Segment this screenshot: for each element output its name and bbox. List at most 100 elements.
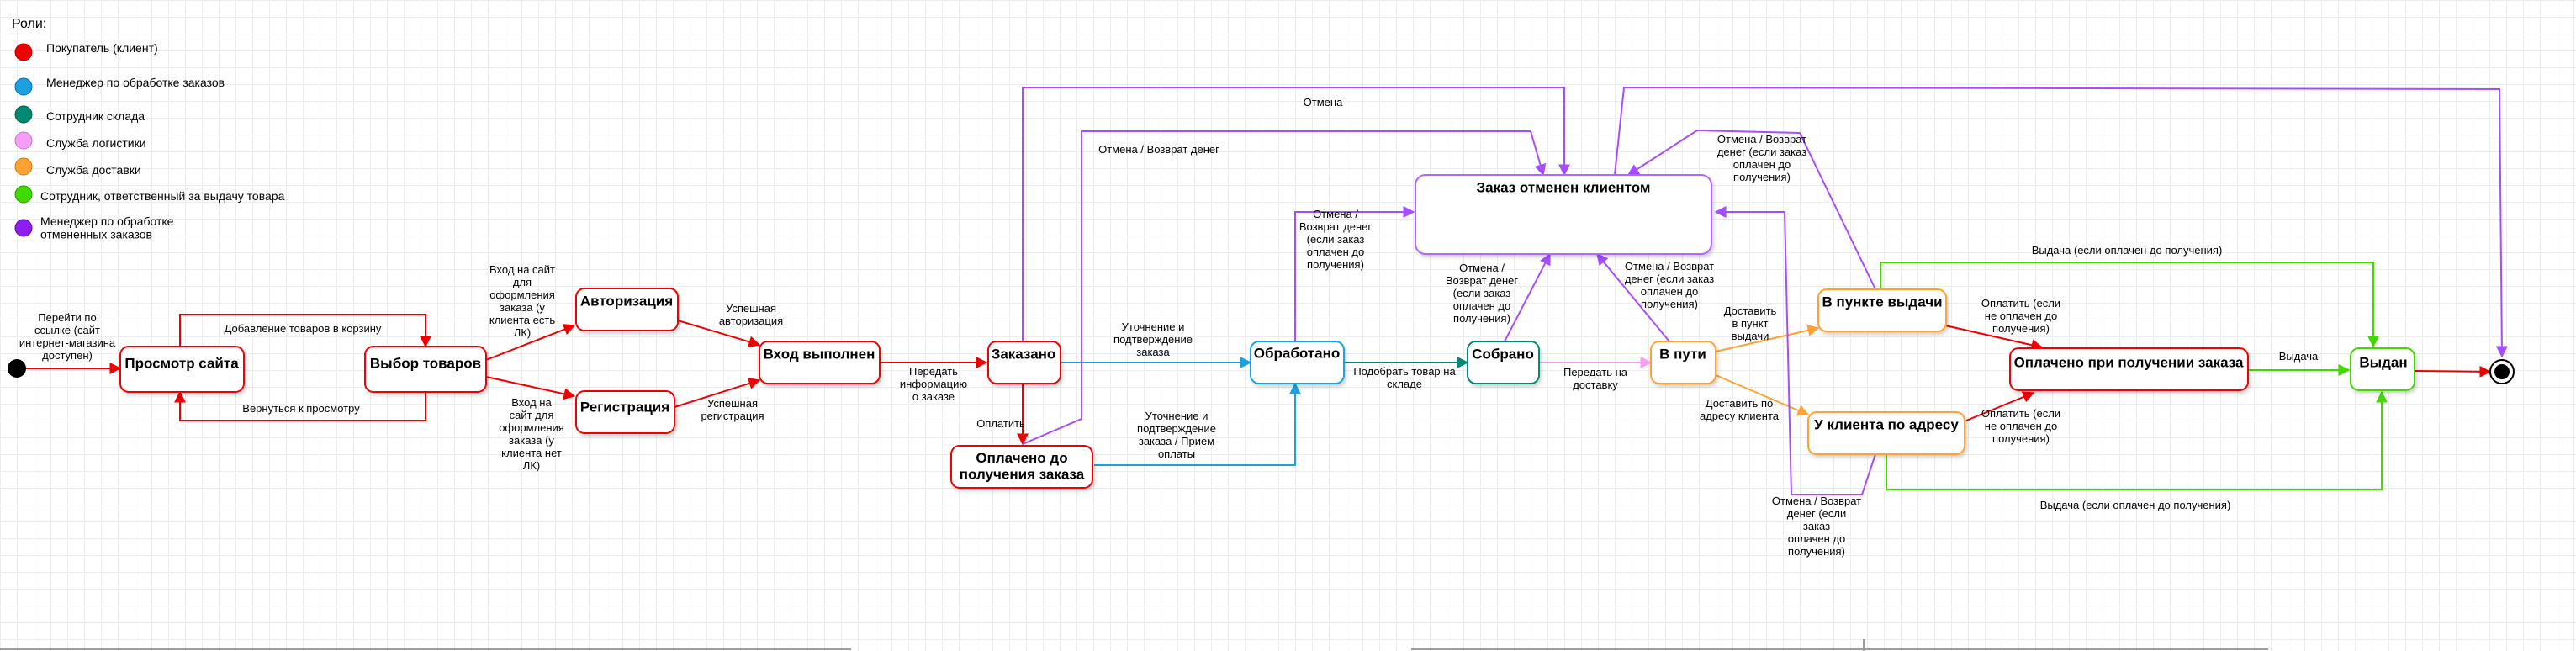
transition-success-auth bbox=[677, 320, 761, 348]
transition-clarify-confirm-pay bbox=[1094, 382, 1301, 466]
state-label: В пути bbox=[1659, 346, 1706, 362]
state-label: Выбор товаров bbox=[370, 355, 481, 371]
role-color-dot bbox=[14, 131, 33, 150]
transition-label: Выдача (если оплачен до получения) bbox=[2032, 244, 2223, 257]
state-label: Обработано bbox=[1254, 345, 1340, 361]
transition-issue-if-paid-address bbox=[1886, 390, 2388, 490]
initial-state[interactable] bbox=[8, 359, 26, 378]
legend-item: Служба логистики bbox=[14, 131, 146, 150]
transitions bbox=[25, 86, 2508, 495]
transition-label: Выдача (если оплачен до получения) bbox=[2040, 499, 2231, 511]
state-processed[interactable] bbox=[1250, 341, 1345, 384]
state-issued[interactable] bbox=[2350, 347, 2415, 391]
state-label: Заказано bbox=[992, 346, 1056, 362]
transition-success-reg bbox=[674, 378, 761, 408]
state-authorization[interactable] bbox=[575, 288, 679, 331]
state-paid-before[interactable] bbox=[950, 445, 1093, 489]
state-paid-on-receipt[interactable] bbox=[2009, 347, 2249, 391]
legend-item: Сотрудник, ответственный за выдачу товар… bbox=[14, 185, 285, 204]
legend-role-label: Сотрудник склада bbox=[46, 109, 145, 123]
legend-item: Покупатель (клиент) bbox=[14, 41, 158, 61]
state-logged-in[interactable] bbox=[759, 341, 881, 384]
transition-cancel-ordered bbox=[1022, 87, 1570, 341]
final-state[interactable] bbox=[2489, 359, 2515, 384]
transition-pay-address bbox=[1965, 391, 2035, 421]
state-assembled[interactable] bbox=[1467, 341, 1540, 384]
transition-issue-if-paid-pickup bbox=[1880, 262, 2379, 348]
state-label: Собрано bbox=[1472, 346, 1534, 362]
transition-cancel-refund-transit bbox=[1596, 252, 1670, 342]
states: Просмотр сайта Выбор товаров Авторизация… bbox=[8, 174, 2515, 489]
transition-login-with-account bbox=[485, 324, 576, 361]
transition-cancel-refund-pickup bbox=[1627, 129, 1876, 290]
transition-deliver-to-pickup bbox=[1715, 324, 1820, 352]
state-label: Заказ отменен клиентом bbox=[1476, 179, 1650, 195]
legend-title: Роли: bbox=[12, 17, 46, 31]
state-label: Выдан bbox=[2359, 354, 2407, 370]
legend-item: Служба доставки bbox=[14, 157, 141, 177]
bottom-edge-fragments bbox=[0, 639, 2268, 651]
state-at-pickup-point[interactable] bbox=[1817, 288, 1947, 332]
state-choose-goods[interactable] bbox=[364, 346, 487, 393]
legend-role-label: Сотрудник, ответственный за выдачу товар… bbox=[40, 189, 285, 203]
state-view-site[interactable] bbox=[119, 346, 245, 393]
state-in-transit[interactable] bbox=[1650, 341, 1716, 384]
legend-item: Менеджер по обработке заказов bbox=[14, 76, 225, 96]
role-color-dot bbox=[14, 43, 33, 61]
state-label: В пункте выдачи bbox=[1822, 294, 1942, 310]
role-color-dot bbox=[14, 157, 33, 176]
state-label: Регистрация bbox=[580, 399, 669, 415]
transition-login-without-account bbox=[485, 376, 576, 400]
state-label: Авторизация bbox=[580, 293, 673, 309]
transition-cancel-refund-assembled bbox=[1504, 252, 1551, 342]
transition-label: Отмена bbox=[1304, 96, 1343, 108]
state-ordered[interactable] bbox=[987, 341, 1061, 384]
legend: Роли: Покупатель (клиент) Менеджер по об… bbox=[12, 17, 285, 241]
role-color-dot bbox=[14, 105, 33, 124]
role-color-dot bbox=[14, 77, 33, 96]
legend-role-label: Менеджер по обработке заказов bbox=[46, 76, 225, 89]
transition-back-to-view bbox=[174, 390, 426, 421]
transition-label: Отмена / Возврат денег bbox=[1098, 143, 1219, 156]
state-label: Оплачено при получении заказа bbox=[2014, 354, 2244, 370]
legend-role-label: Покупатель (клиент) bbox=[46, 41, 158, 55]
transition-label: Вернуться к просмотру bbox=[242, 402, 360, 415]
state-registration[interactable] bbox=[575, 390, 675, 434]
transition-cancel-refund-paid bbox=[1022, 130, 1547, 445]
transition-pay-pickup bbox=[1944, 325, 2044, 352]
transition-label: Добавление товаров в корзину bbox=[225, 322, 382, 335]
state-at-client-address[interactable] bbox=[1807, 411, 1965, 455]
transition-label: Выдача bbox=[2279, 350, 2319, 363]
state-label: У клиента по адресу bbox=[1814, 416, 1959, 432]
state-label: Вход выполнен bbox=[764, 346, 875, 362]
state-cancelled[interactable] bbox=[1415, 174, 1712, 255]
legend-role-label: Служба доставки bbox=[46, 163, 141, 177]
legend-role-label: Служба логистики bbox=[46, 136, 146, 150]
transition-final bbox=[2415, 365, 2492, 378]
transition-cancel-final bbox=[1614, 86, 2508, 358]
transition-label: Оплатить bbox=[976, 417, 1025, 430]
legend-item: Сотрудник склада bbox=[14, 105, 145, 124]
